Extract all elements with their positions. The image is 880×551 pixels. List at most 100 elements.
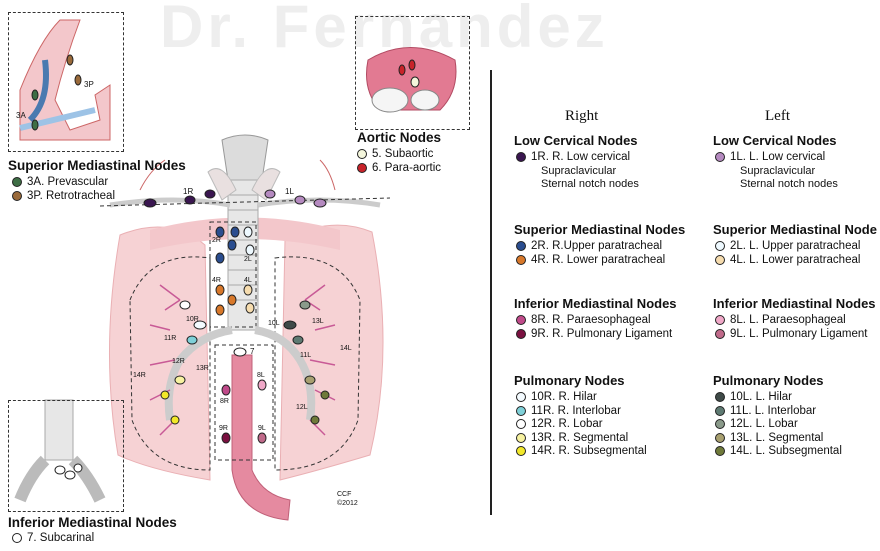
node-label-2l: 2L	[244, 256, 252, 263]
legend-item: 14L. L. Subsegmental	[715, 445, 842, 457]
legend-group-title-right-pulmonary: Pulmonary Nodes	[514, 373, 625, 388]
legend-dot	[715, 241, 725, 251]
legend-item-label: 4L. L. Lower paratracheal	[730, 254, 860, 266]
node-label-8r: 8R	[220, 398, 229, 405]
legend-item: 13R. R. Segmental	[516, 432, 628, 444]
node-label-12r: 12R	[172, 358, 185, 365]
legend-heading-right: Right	[565, 108, 598, 125]
legend-dot	[516, 152, 526, 162]
legend-dot	[516, 241, 526, 251]
legend-group-title-left-inferior: Inferior Mediastinal Nodes	[713, 296, 876, 311]
legend-subnote: Sternal notch nodes	[740, 178, 838, 190]
node-label-10l: 10L	[268, 320, 280, 327]
legend-item: 4L. L. Lower paratracheal	[715, 254, 860, 266]
node-label-1l: 1L	[285, 187, 294, 196]
legend-group-title-right-superior: Superior Mediastinal Nodes	[514, 222, 685, 237]
legend-item-label: 14R. R. Subsegmental	[531, 445, 647, 457]
legend-dot	[516, 329, 526, 339]
legend-dot	[715, 419, 725, 429]
legend-dot	[715, 315, 725, 325]
legend-item-label: 13R. R. Segmental	[531, 432, 628, 444]
node-label-1r: 1R	[183, 187, 193, 196]
legend-item: 13L. L. Segmental	[715, 432, 823, 444]
legend-dot	[516, 255, 526, 265]
legend-dot	[715, 446, 725, 456]
legend-dot-3p	[12, 191, 22, 201]
legend-dot-5	[357, 149, 367, 159]
node-label-9l: 9L	[258, 425, 266, 432]
legend-item: 11R. R. Interlobar	[516, 405, 621, 417]
node-label-14l: 14L	[340, 345, 352, 352]
legend-item-label: 1L. L. Low cervical	[730, 151, 825, 163]
inferior-inset-frame	[8, 400, 124, 512]
legend-item: 4R. R. Lower paratracheal	[516, 254, 665, 266]
superior-inset-title: Superior Mediastinal Nodes	[8, 158, 186, 173]
legend-dot	[715, 433, 725, 443]
legend-item: 12R. R. Lobar	[516, 418, 603, 430]
legend-item: 11L. L. Interlobar	[715, 405, 816, 417]
node-label-4r: 4R	[212, 277, 221, 284]
legend-dot	[516, 406, 526, 416]
legend-group-title-right-low-cervical: Low Cervical Nodes	[514, 133, 638, 148]
node-label-7: 7	[250, 347, 254, 356]
legend-item-label: 11R. R. Interlobar	[531, 405, 621, 417]
legend-heading-left: Left	[765, 108, 790, 125]
node-label-13l: 13L	[312, 318, 324, 325]
legend-dot	[516, 392, 526, 402]
legend-group-title-left-low-cervical: Low Cervical Nodes	[713, 133, 837, 148]
aortic-inset-item: 5. Subaortic	[357, 148, 433, 160]
legend-item-label: 1R. R. Low cervical	[531, 151, 630, 163]
legend-item-label: 2L. L. Upper paratracheal	[730, 240, 860, 252]
superior-inset-item: 3P. Retrotracheal	[12, 190, 115, 202]
node-label-2r: 2R	[212, 237, 221, 244]
legend-item: 10L. L. Hilar	[715, 391, 792, 403]
legend-dot	[516, 419, 526, 429]
legend-dot-3a	[12, 177, 22, 187]
legend-item-label: 13L. L. Segmental	[730, 432, 823, 444]
node-label-12l: 12L	[296, 404, 308, 411]
legend-dot-6	[357, 163, 367, 173]
legend-group-title-right-inferior: Inferior Mediastinal Nodes	[514, 296, 677, 311]
legend-item: 9R. R. Pulmonary Ligament	[516, 328, 672, 340]
legend-dot	[715, 406, 725, 416]
superior-inset-frame	[8, 12, 124, 152]
legend-item-label: 8R. R. Paraesophageal	[531, 314, 651, 326]
aortic-inset-title: Aortic Nodes	[357, 130, 441, 145]
legend-item-label: 12L. L. Lobar	[730, 418, 798, 430]
node-label-10r: 10R	[186, 316, 199, 323]
legend-dot	[715, 329, 725, 339]
legend-item: 8L. L. Paraesophageal	[715, 314, 846, 326]
superior-inset-item: 3A. Prevascular	[12, 176, 108, 188]
inferior-inset-item: 7. Subcarinal	[12, 532, 94, 544]
node-label-3p: 3P	[84, 80, 94, 89]
legend-item: 9L. L. Pulmonary Ligament	[715, 328, 867, 340]
aortic-inset-item: 6. Para-aortic	[357, 162, 441, 174]
divider-line	[490, 70, 492, 515]
legend-item: 10R. R. Hilar	[516, 391, 597, 403]
legend-item-label: 9L. L. Pulmonary Ligament	[730, 328, 867, 340]
legend-dot	[715, 392, 725, 402]
legend-item-label: 12R. R. Lobar	[531, 418, 603, 430]
legend-item: 1L. L. Low cervical	[715, 151, 825, 163]
legend-group-title-left-pulmonary: Pulmonary Nodes	[713, 373, 824, 388]
legend-item: 12L. L. Lobar	[715, 418, 798, 430]
node-label-14r: 14R	[133, 372, 146, 379]
node-label-9r: 9R	[219, 425, 228, 432]
legend-item-label: 9R. R. Pulmonary Ligament	[531, 328, 672, 340]
legend-item: 2R. R.Upper paratracheal	[516, 240, 662, 252]
legend-item-label: 4R. R. Lower paratracheal	[531, 254, 665, 266]
legend-subnote: Supraclavicular	[541, 165, 616, 177]
legend-item-label: 14L. L. Subsegmental	[730, 445, 842, 457]
node-label-3a: 3A	[16, 111, 26, 120]
node-label-13r: 13R	[196, 365, 209, 372]
legend-item-label: 2R. R.Upper paratracheal	[531, 240, 662, 252]
legend-dot-7	[12, 533, 22, 543]
legend-dot	[715, 255, 725, 265]
legend-item-label: 10R. R. Hilar	[531, 391, 597, 403]
legend-item: 2L. L. Upper paratracheal	[715, 240, 860, 252]
legend-dot	[516, 433, 526, 443]
legend-group-title-left-superior: Superior Mediastinal Node	[713, 222, 877, 237]
node-label-8l: 8L	[257, 372, 265, 379]
legend-dot	[715, 152, 725, 162]
legend-item-label: 8L. L. Paraesophageal	[730, 314, 846, 326]
